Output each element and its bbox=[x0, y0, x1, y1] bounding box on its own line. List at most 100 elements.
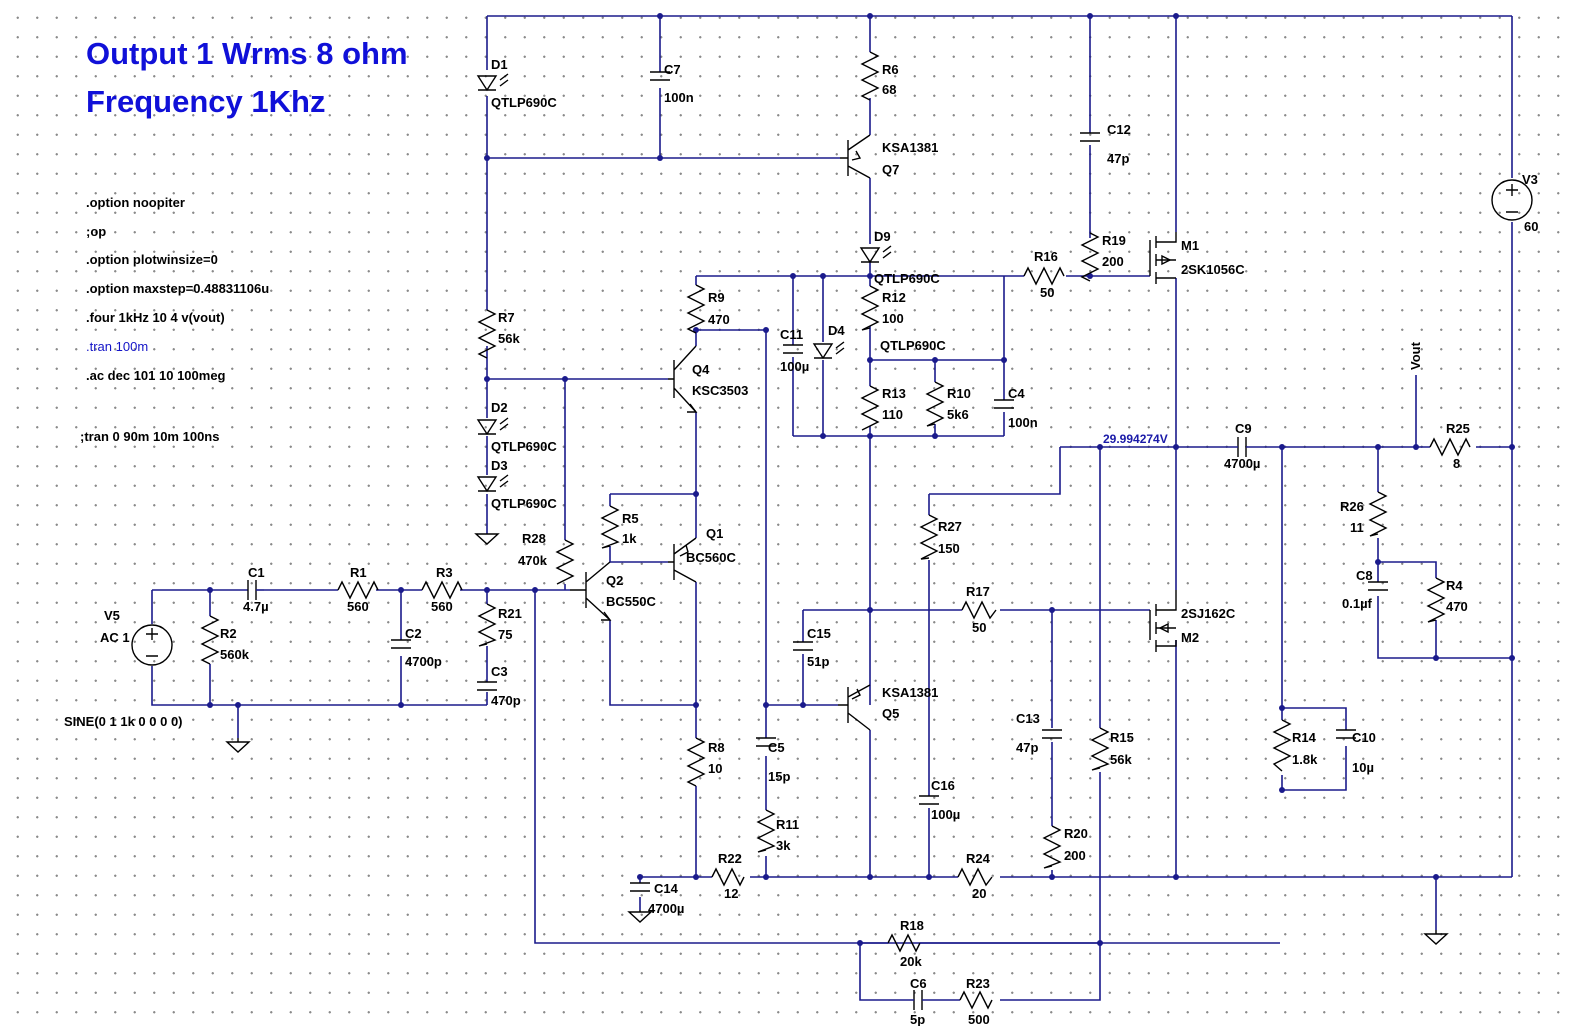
c3-symbol bbox=[477, 681, 497, 691]
svg-text:C15: C15 bbox=[807, 626, 831, 641]
svg-text:4.7µ: 4.7µ bbox=[243, 599, 269, 614]
svg-text:R6: R6 bbox=[882, 62, 899, 77]
transistor-symbols[interactable] bbox=[570, 134, 1177, 731]
c9-symbol bbox=[1237, 437, 1247, 457]
v3-source[interactable] bbox=[1491, 179, 1533, 221]
r11-symbol bbox=[756, 809, 776, 853]
svg-text:500: 500 bbox=[968, 1012, 990, 1026]
svg-text:R14: R14 bbox=[1292, 730, 1317, 745]
svg-text:560: 560 bbox=[431, 599, 453, 614]
r17-symbol bbox=[961, 600, 997, 620]
resistor-symbols[interactable] bbox=[200, 51, 1471, 1010]
svg-text:4700µ: 4700µ bbox=[1224, 456, 1260, 471]
svg-text:5k6: 5k6 bbox=[947, 407, 969, 422]
svg-text:C11: C11 bbox=[780, 327, 803, 342]
r5-symbol bbox=[600, 505, 620, 549]
q5-symbol bbox=[838, 684, 871, 731]
r3-symbol bbox=[421, 580, 463, 600]
svg-text:470k: 470k bbox=[518, 553, 548, 568]
svg-text:15p: 15p bbox=[768, 769, 790, 784]
svg-text:D1: D1 bbox=[491, 57, 508, 72]
directive-op[interactable]: ;op bbox=[86, 224, 107, 239]
svg-text:20k: 20k bbox=[900, 954, 922, 969]
svg-text:20: 20 bbox=[972, 886, 986, 901]
v5-source[interactable] bbox=[131, 624, 173, 666]
svg-text:R18: R18 bbox=[900, 918, 924, 933]
svg-text:47p: 47p bbox=[1016, 740, 1038, 755]
svg-text:8: 8 bbox=[1453, 456, 1460, 471]
r12-symbol bbox=[860, 285, 880, 331]
c1-symbol bbox=[247, 580, 257, 600]
c10-symbol bbox=[1336, 729, 1356, 739]
r20-symbol bbox=[1042, 825, 1062, 869]
svg-text:V3: V3 bbox=[1522, 172, 1538, 187]
capacitor-symbols[interactable] bbox=[247, 71, 1388, 1010]
svg-text:QTLP690C: QTLP690C bbox=[491, 496, 557, 511]
svg-text:C8: C8 bbox=[1356, 568, 1373, 583]
svg-text:QTLP690C: QTLP690C bbox=[491, 439, 557, 454]
c6-symbol bbox=[913, 990, 923, 1010]
c13-symbol bbox=[1042, 729, 1062, 739]
d1-symbol bbox=[476, 73, 509, 92]
svg-text:QTLP690C: QTLP690C bbox=[491, 95, 557, 110]
svg-text:SINE(0 1 1k 0 0 0 0): SINE(0 1 1k 0 0 0 0) bbox=[64, 714, 183, 729]
m2-symbol bbox=[1149, 590, 1177, 652]
directive-tran-commented[interactable]: ;tran 0 90m 10m 100ns bbox=[80, 429, 220, 444]
vout-net-label: Vout bbox=[1408, 341, 1423, 370]
r2-symbol bbox=[200, 615, 220, 665]
svg-text:100n: 100n bbox=[664, 90, 694, 105]
svg-text:R4: R4 bbox=[1446, 578, 1463, 593]
svg-text:R11: R11 bbox=[776, 817, 799, 832]
directive-ac[interactable]: .ac dec 101 10 100meg bbox=[86, 368, 226, 383]
svg-text:R7: R7 bbox=[498, 310, 515, 325]
svg-text:C4: C4 bbox=[1008, 386, 1025, 401]
r23-symbol bbox=[959, 990, 993, 1010]
d9-symbol bbox=[859, 245, 892, 264]
c14-symbol bbox=[630, 882, 650, 892]
c8-symbol bbox=[1368, 581, 1388, 591]
svg-text:C9: C9 bbox=[1235, 421, 1252, 436]
svg-text:KSC3503: KSC3503 bbox=[692, 383, 748, 398]
r21-symbol bbox=[477, 603, 497, 647]
diode-symbols[interactable] bbox=[476, 73, 892, 493]
svg-text:50: 50 bbox=[972, 620, 986, 635]
svg-text:2SJ162C: 2SJ162C bbox=[1181, 606, 1236, 621]
svg-text:R9: R9 bbox=[708, 290, 725, 305]
r13-symbol bbox=[860, 385, 880, 431]
c7-symbol bbox=[650, 71, 670, 81]
svg-text:R15: R15 bbox=[1110, 730, 1134, 745]
r1-symbol bbox=[337, 580, 379, 600]
svg-text:C14: C14 bbox=[654, 881, 679, 896]
svg-text:470: 470 bbox=[1446, 599, 1468, 614]
r27-symbol bbox=[919, 514, 939, 560]
svg-text:R22: R22 bbox=[718, 851, 742, 866]
component-labels: D1 QTLP690C C7 100n R6 68 KSA1381 Q7 C12… bbox=[64, 57, 1538, 1026]
svg-text:R25: R25 bbox=[1446, 421, 1470, 436]
c15-symbol bbox=[793, 641, 813, 651]
svg-text:560k: 560k bbox=[220, 647, 250, 662]
svg-text:D2: D2 bbox=[491, 400, 508, 415]
svg-text:200: 200 bbox=[1064, 848, 1086, 863]
directive-tran[interactable]: .tran 100m bbox=[86, 339, 149, 354]
c4-symbol bbox=[994, 399, 1014, 409]
svg-text:R26: R26 bbox=[1340, 499, 1364, 514]
svg-text:Q1: Q1 bbox=[706, 526, 723, 541]
directive-plotwinsize[interactable]: .option plotwinsize=0 bbox=[86, 252, 218, 267]
svg-text:Q2: Q2 bbox=[606, 573, 623, 588]
svg-text:0.1µf: 0.1µf bbox=[1342, 596, 1373, 611]
c16-symbol bbox=[919, 795, 939, 805]
svg-text:Q5: Q5 bbox=[882, 706, 899, 721]
r19-symbol bbox=[1080, 232, 1100, 282]
svg-text:1.8k: 1.8k bbox=[1292, 752, 1318, 767]
svg-text:M1: M1 bbox=[1181, 238, 1199, 253]
svg-text:51p: 51p bbox=[807, 654, 829, 669]
directive-maxstep[interactable]: .option maxstep=0.48831106u bbox=[86, 281, 270, 296]
svg-text:150: 150 bbox=[938, 541, 960, 556]
svg-text:D4: D4 bbox=[828, 323, 845, 338]
directive-four[interactable]: .four 1kHz 10 4 v(vout) bbox=[86, 310, 225, 325]
directive-noopiter[interactable]: .option noopiter bbox=[86, 195, 185, 210]
ground-symbols bbox=[225, 533, 1449, 945]
svg-text:12: 12 bbox=[724, 886, 738, 901]
title-line-1: Output 1 Wrms 8 ohm bbox=[86, 36, 408, 71]
